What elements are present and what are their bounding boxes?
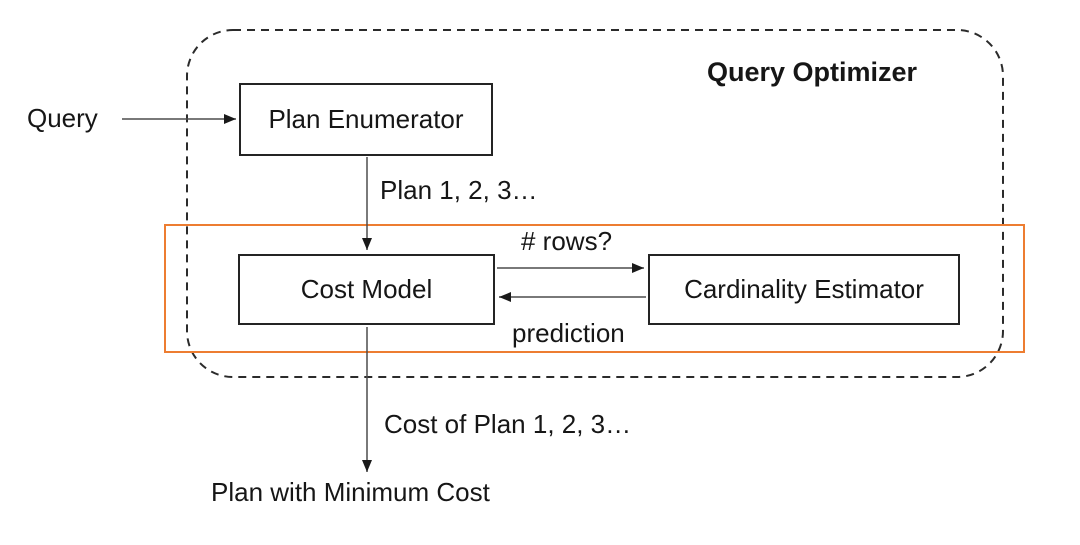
node-cardinality-estimator: Cardinality Estimator (648, 254, 960, 325)
cost-model-label: Cost Model (300, 274, 433, 304)
node-cost-model: Cost Model (238, 254, 495, 325)
output-label: Plan with Minimum Cost (211, 477, 490, 507)
prediction-label: prediction (512, 318, 625, 348)
diagram-title: Query Optimizer (707, 57, 918, 87)
plan-enumerator-label: Plan Enumerator (268, 104, 464, 134)
rows-question-label: # rows? (521, 226, 613, 256)
node-plan-enumerator: Plan Enumerator (239, 83, 493, 156)
query-input-label: Query (27, 103, 98, 133)
cardinality-estimator-label: Cardinality Estimator (684, 274, 924, 304)
plans-edge-label: Plan 1, 2, 3… (380, 175, 538, 205)
cost-of-plans-label: Cost of Plan 1, 2, 3… (384, 409, 632, 439)
